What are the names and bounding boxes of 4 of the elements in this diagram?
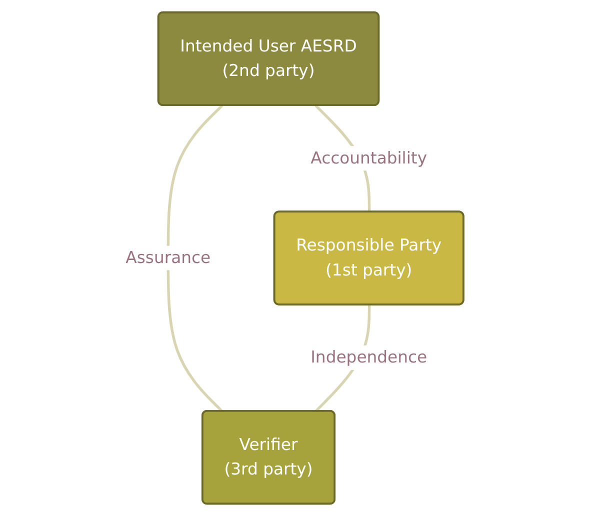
connector (167, 104, 224, 412)
edge-label: Independence (311, 348, 428, 368)
edge-label: Assurance (126, 248, 212, 268)
edge-label: Accountability (311, 148, 428, 168)
